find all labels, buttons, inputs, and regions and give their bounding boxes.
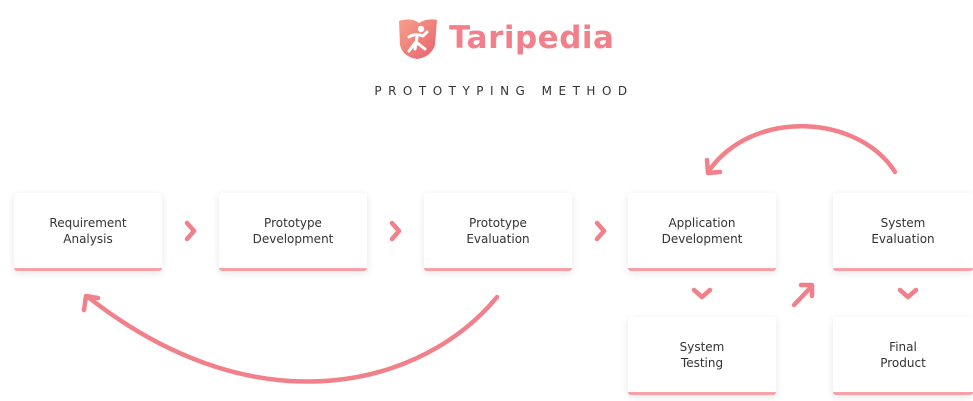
step-prototype-development: Prototype Development (219, 193, 367, 271)
arrow-up-right-icon (791, 282, 815, 308)
step-label: Prototype Development (252, 215, 334, 246)
step-label: System Testing (679, 339, 725, 370)
step-label: Requirement Analysis (49, 215, 127, 246)
step-label: System Evaluation (871, 215, 935, 246)
step-label: Final Product (880, 339, 926, 370)
loop-arrow-bottom (81, 293, 500, 384)
taripedia-logo-icon (399, 19, 437, 59)
brand-name: Taripedia (449, 20, 615, 56)
step-requirement-analysis: Requirement Analysis (14, 193, 162, 271)
chevron-right-icon (184, 220, 197, 242)
chevron-down-icon (691, 287, 713, 300)
chevron-right-icon (389, 220, 402, 242)
page-title: PROTOTYPING METHOD (374, 84, 634, 98)
chevron-right-icon (594, 220, 607, 242)
step-system-evaluation: System Evaluation (833, 193, 973, 271)
step-system-testing: System Testing (628, 317, 776, 395)
step-label: Application Development (661, 215, 743, 246)
brand-logo: Taripedia (395, 12, 614, 64)
step-application-development: Application Development (628, 193, 776, 271)
step-label: Prototype Evaluation (466, 215, 530, 246)
loop-arrow-top (704, 124, 898, 176)
chevron-down-icon (897, 287, 919, 300)
step-final-product: Final Product (833, 317, 973, 395)
step-prototype-evaluation: Prototype Evaluation (424, 193, 572, 271)
